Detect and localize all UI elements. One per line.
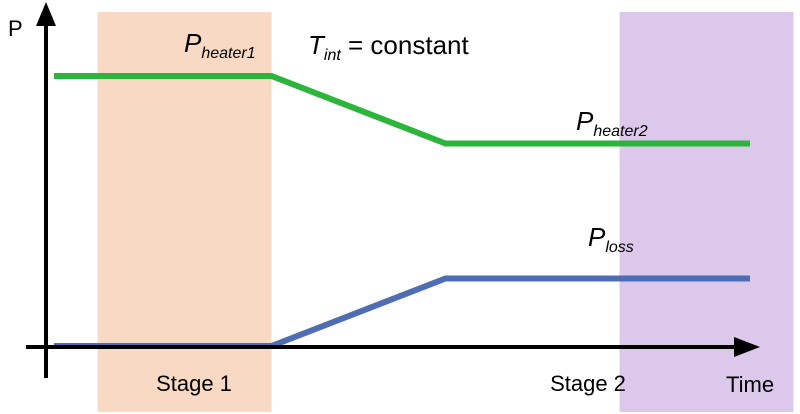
p-loss-subscript: loss — [605, 239, 633, 256]
stage-1-band — [97, 12, 272, 412]
x-axis-label: Time — [726, 372, 774, 397]
p-heater2-subscript: heater2 — [593, 123, 647, 140]
stage-2-band — [619, 12, 794, 412]
x-axis-arrow — [734, 337, 760, 357]
y-axis-arrow — [36, 2, 56, 26]
axes — [26, 2, 760, 378]
p-loss-label: Ploss — [588, 222, 634, 256]
stage-2-label: Stage 2 — [550, 371, 626, 396]
p-loss-symbol: P — [588, 222, 606, 252]
stage-1-label: Stage 1 — [156, 371, 232, 396]
p-heater1-label: Pheater1 — [184, 28, 256, 62]
stage-bands — [97, 12, 794, 412]
p-heater1-symbol: P — [184, 28, 202, 58]
tint-text: = constant — [341, 30, 470, 60]
p-heater2-label: Pheater2 — [576, 106, 648, 140]
p-heater2-symbol: P — [576, 106, 594, 136]
p-heater1-subscript: heater1 — [201, 45, 255, 62]
tint-subscript: int — [324, 47, 341, 64]
tint-symbol: T — [308, 30, 326, 60]
p-heater-line — [54, 73, 750, 147]
tint-annotation: Tint = constant — [308, 30, 469, 64]
y-axis-label: P — [8, 16, 23, 41]
